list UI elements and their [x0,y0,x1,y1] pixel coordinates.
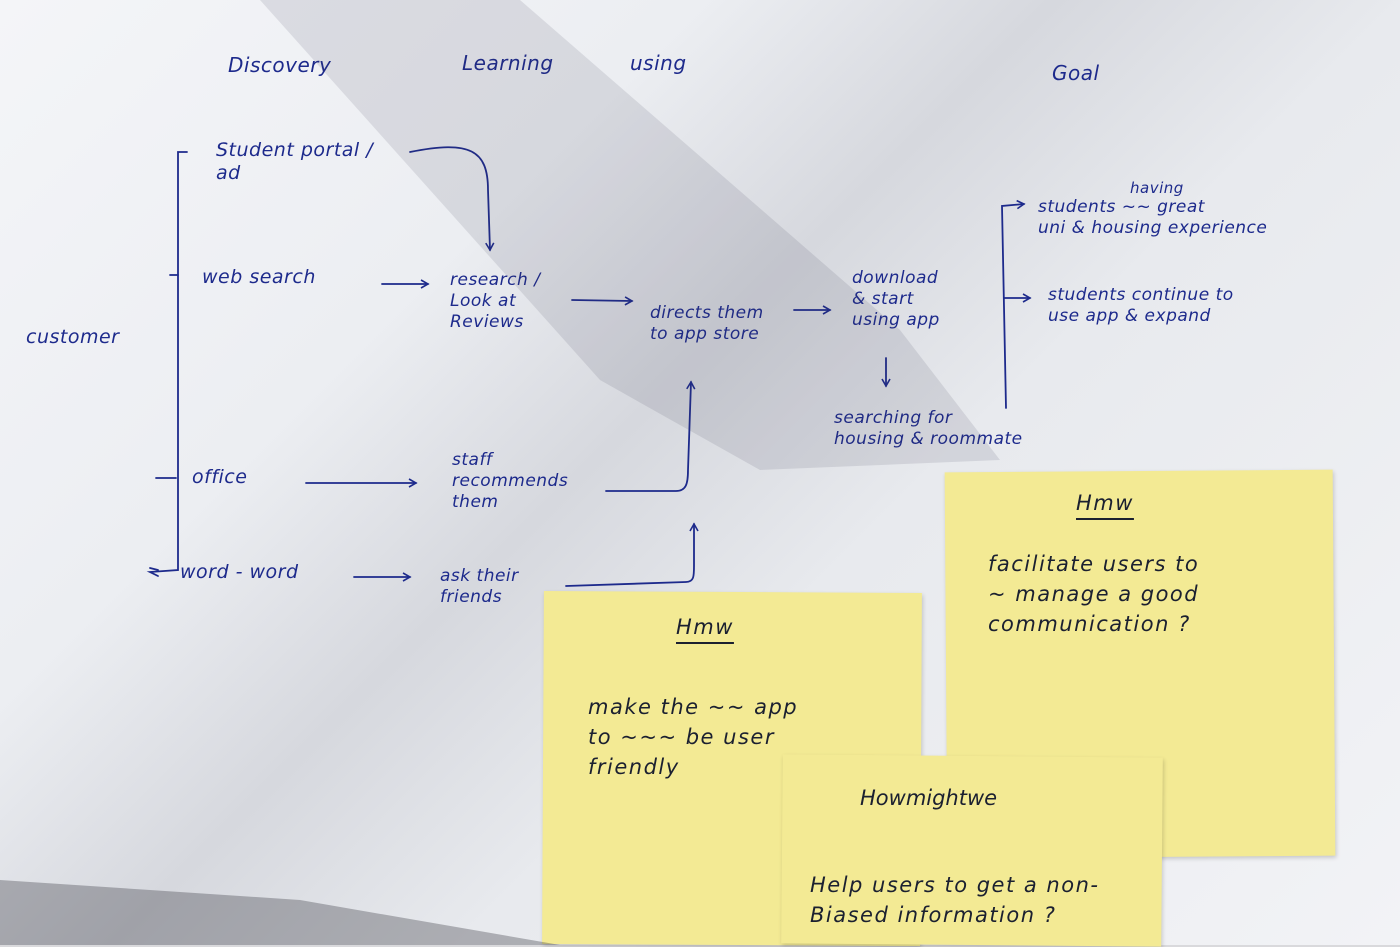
note1-title: Hmw [676,615,734,639]
goal-great-experience: students ~~ great uni & housing experien… [1038,197,1268,238]
customer-bracket [146,151,188,577]
learning-research: research / Look at Reviews [450,270,541,332]
stage-goal: Goal [1052,61,1100,85]
using-app-store: directs them to app store [650,303,764,344]
stage-discovery: Discovery [228,53,332,77]
note3-text: Help users to get a non- Biased informat… [810,873,1100,927]
note2-title: Hmw [1076,491,1134,515]
note1-text: make the ~~ app to ~~~ be user friendly [588,695,799,779]
touchpoint-student-portal: Student portal / ad [216,139,374,184]
touchpoint-word-word: word - word [180,561,299,583]
goal-bracket [1001,199,1026,409]
arrow-research-to-appstore [571,296,634,306]
arrow-friends-to-appstore [565,522,699,587]
note2-text: facilitate users to ~ manage a good comm… [988,552,1200,636]
using-download: download & start using app [852,268,940,330]
goal-having: having [1130,179,1184,197]
customer-label: customer [26,326,120,348]
learning-staff: staff recommends them [452,450,569,512]
touchpoint-office: office [192,466,248,488]
using-searching: searching for housing & roommate [834,408,1023,449]
touchpoint-web-search: web search [202,266,316,288]
stage-using: using [630,51,687,75]
goal-continue-use: students continue to use app & expand [1048,285,1234,326]
arrow-portal-to-research [409,146,495,252]
arrow-staff-to-appstore [605,380,696,492]
learning-friends: ask their friends [440,566,519,607]
note3-title: Howmightwe [860,786,998,810]
stage-learning: Learning [462,51,554,75]
